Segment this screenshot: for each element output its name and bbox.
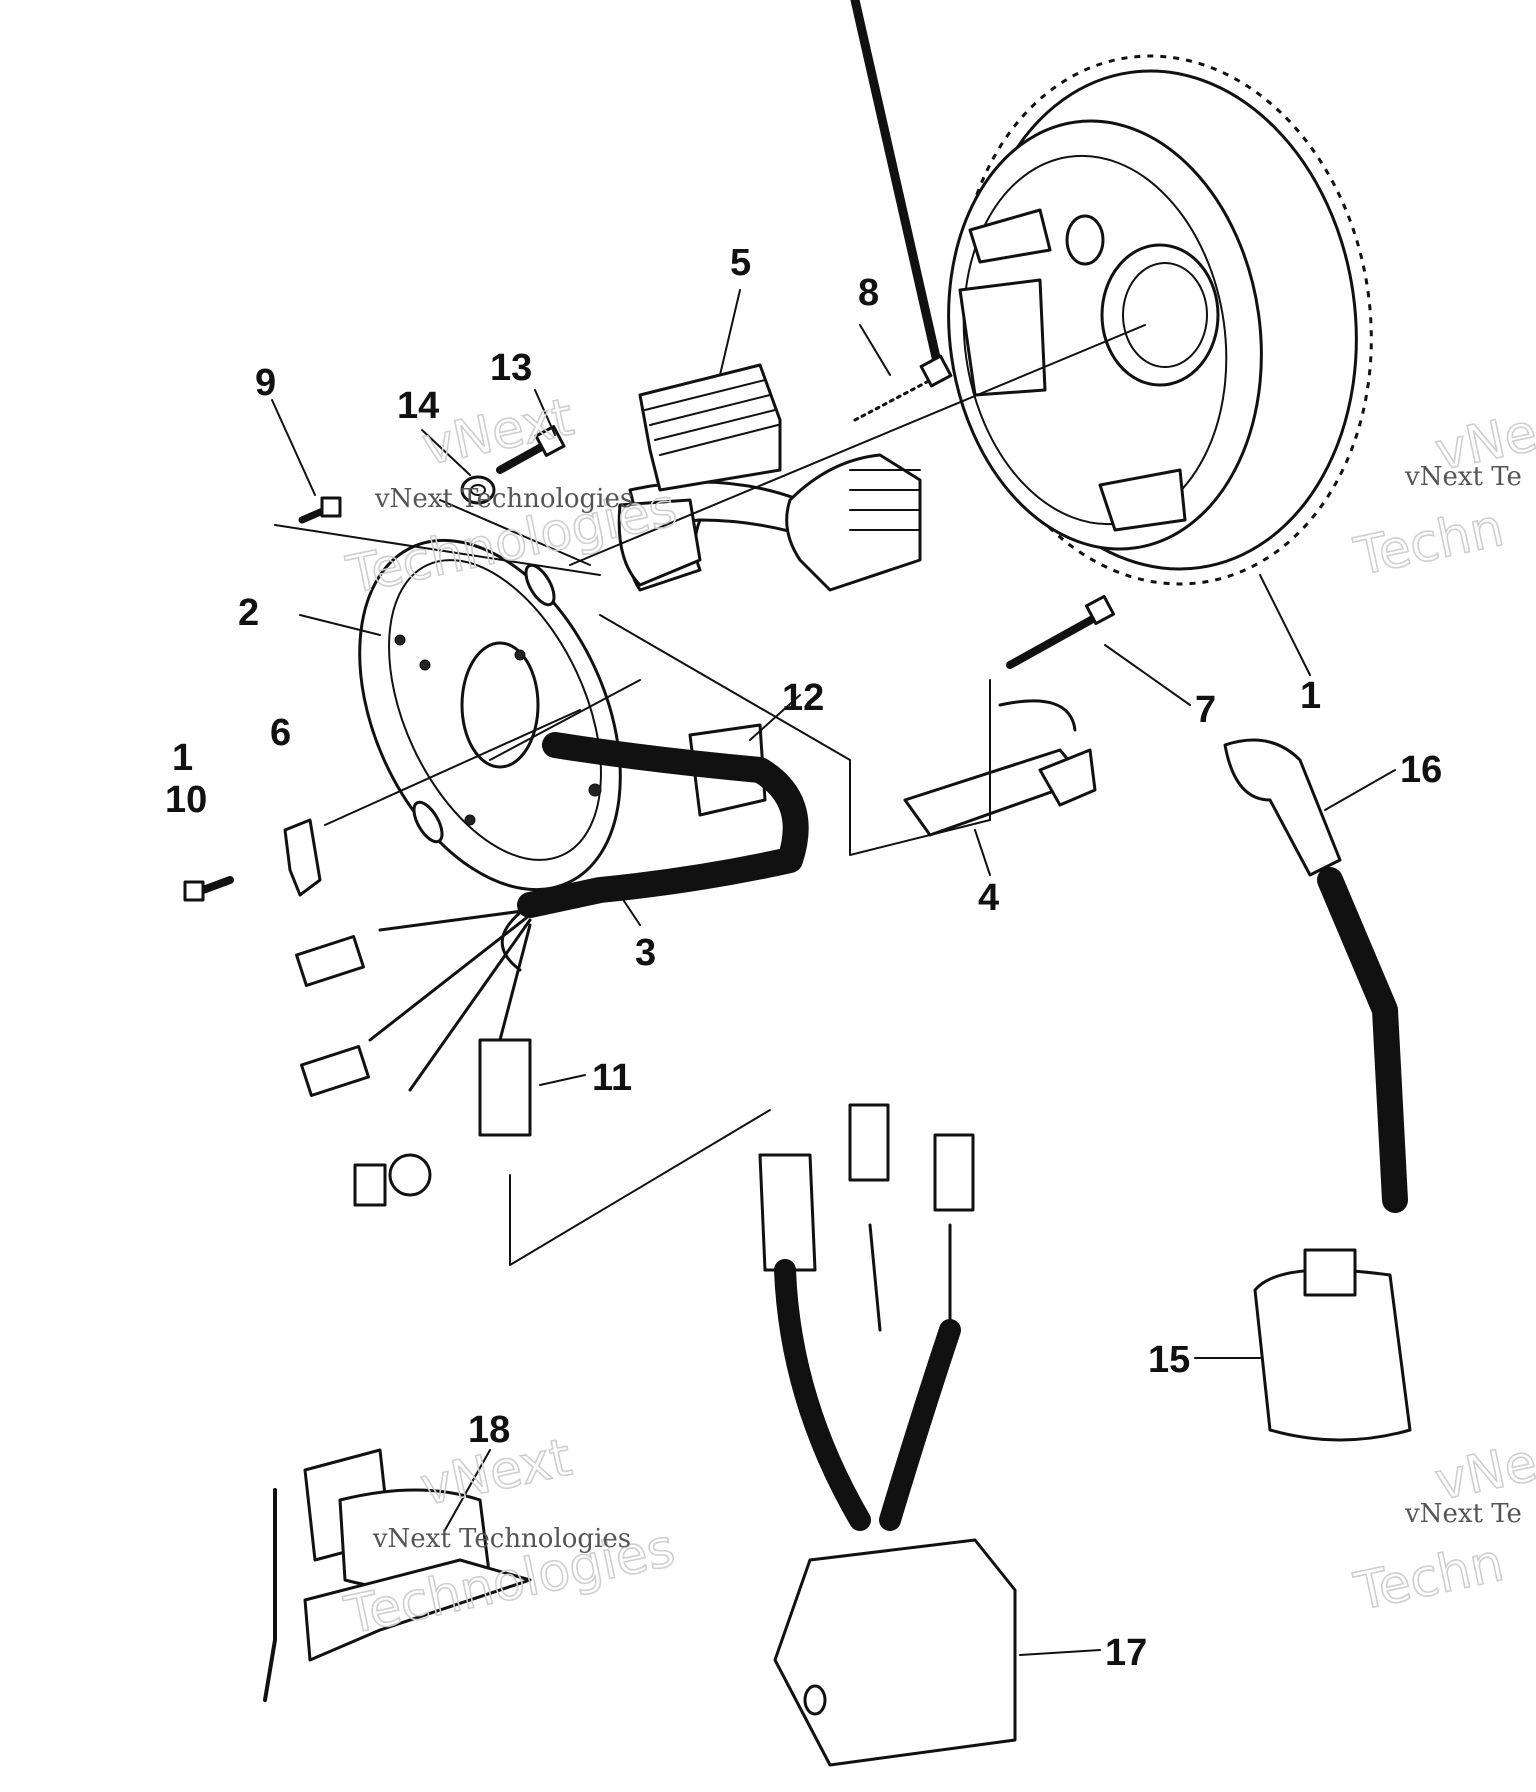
spark-plug-cap-16 — [1223, 738, 1408, 1213]
clamp-and-screw — [183, 818, 322, 902]
bolt-8 — [850, 0, 953, 422]
callout-6: 6 — [270, 712, 291, 754]
washer-14 — [460, 475, 496, 505]
svg-text:Techn: Techn — [1349, 498, 1509, 588]
callout-3: 3 — [635, 932, 656, 974]
svg-text:vNext Technologies: vNext Technologies — [372, 1524, 631, 1554]
svg-text:Techn: Techn — [1349, 1533, 1509, 1623]
callout-9: 9 — [255, 362, 276, 404]
cdi-unit-17 — [758, 1103, 1017, 1767]
wiring-harness — [295, 732, 809, 1207]
callout-12: 12 — [782, 677, 824, 719]
callout-5: 5 — [730, 242, 751, 284]
callout-15: 15 — [1148, 1339, 1190, 1381]
callout-4: 4 — [978, 877, 999, 919]
pulser-coil-4 — [903, 699, 1097, 837]
watermark-bottom-right: vNe vNext Te Techn — [1348, 1432, 1536, 1624]
callout-2: 2 — [238, 592, 259, 634]
callout-1-flywheel: 1 — [1300, 675, 1321, 717]
svg-text:vNext Te: vNext Te — [1404, 1499, 1522, 1529]
callouts: 1 1 10 2 3 4 5 6 7 8 9 11 12 13 14 15 16… — [165, 242, 1442, 1674]
callout-14: 14 — [397, 385, 439, 427]
callout-leaders — [271, 289, 1396, 1656]
svg-text:vNext Te: vNext Te — [1404, 462, 1522, 492]
callout-11: 11 — [592, 1057, 632, 1099]
screw-7 — [1006, 594, 1116, 669]
callout-7: 7 — [1195, 689, 1216, 731]
callout-13: 13 — [490, 347, 532, 389]
svg-text:vNext Technologies: vNext Technologies — [374, 484, 633, 514]
callout-10: 10 — [165, 779, 207, 821]
watermark-top-left: vNext Technologies vNext Technologies — [341, 387, 683, 607]
ignition-coil-assembly — [617, 363, 922, 592]
flywheel — [947, 54, 1373, 586]
stator-plate — [358, 538, 622, 892]
callout-16: 16 — [1400, 749, 1442, 791]
svg-text:vNext: vNext — [418, 387, 579, 477]
assembly-lines — [274, 324, 1146, 1266]
watermark-top-right: vNe vNext Te Techn — [1348, 402, 1536, 589]
callout-18: 18 — [468, 1409, 510, 1451]
callout-17: 17 — [1105, 1632, 1147, 1674]
starter-relay-18 — [263, 1448, 532, 1702]
svg-text:vNext: vNext — [416, 1428, 577, 1518]
callout-1-left: 1 — [172, 737, 193, 779]
screw-9 — [298, 496, 342, 524]
ignition-coil-15 — [1253, 1248, 1412, 1442]
callout-8: 8 — [858, 272, 879, 314]
screw-13 — [496, 425, 566, 474]
